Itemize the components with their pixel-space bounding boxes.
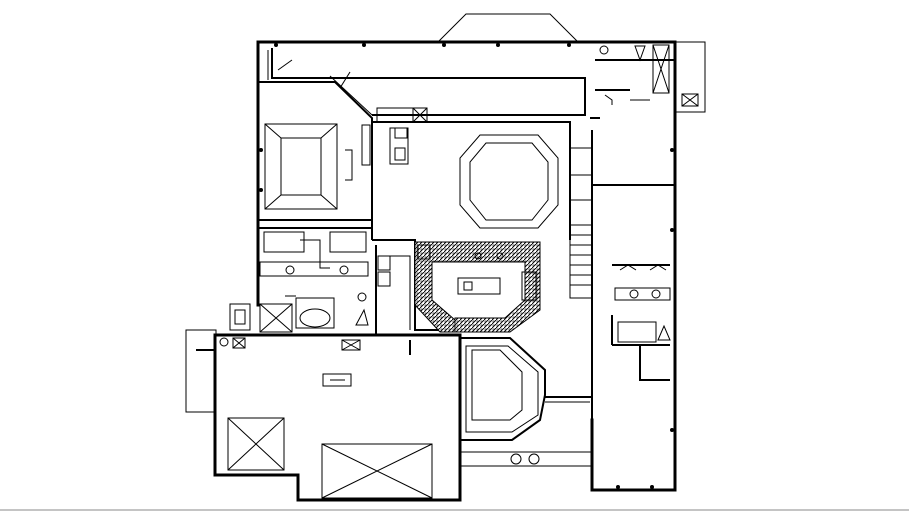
staircase xyxy=(569,130,593,490)
utility-room xyxy=(375,245,411,335)
garage xyxy=(227,339,433,499)
window-markers xyxy=(259,43,674,489)
top-gallery xyxy=(267,48,586,123)
kitchen xyxy=(372,239,541,333)
master-bath xyxy=(258,227,372,333)
master-bedroom xyxy=(258,81,373,240)
bay-roof-outline xyxy=(437,13,579,43)
storage-boxes xyxy=(219,303,251,349)
garage-side-porch xyxy=(185,329,217,413)
rear-steps xyxy=(459,451,593,467)
top-right-bath xyxy=(590,44,675,119)
breakfast-nook xyxy=(460,337,592,441)
side-porch xyxy=(674,41,706,113)
great-room xyxy=(372,121,571,240)
right-bedrooms xyxy=(592,184,675,381)
